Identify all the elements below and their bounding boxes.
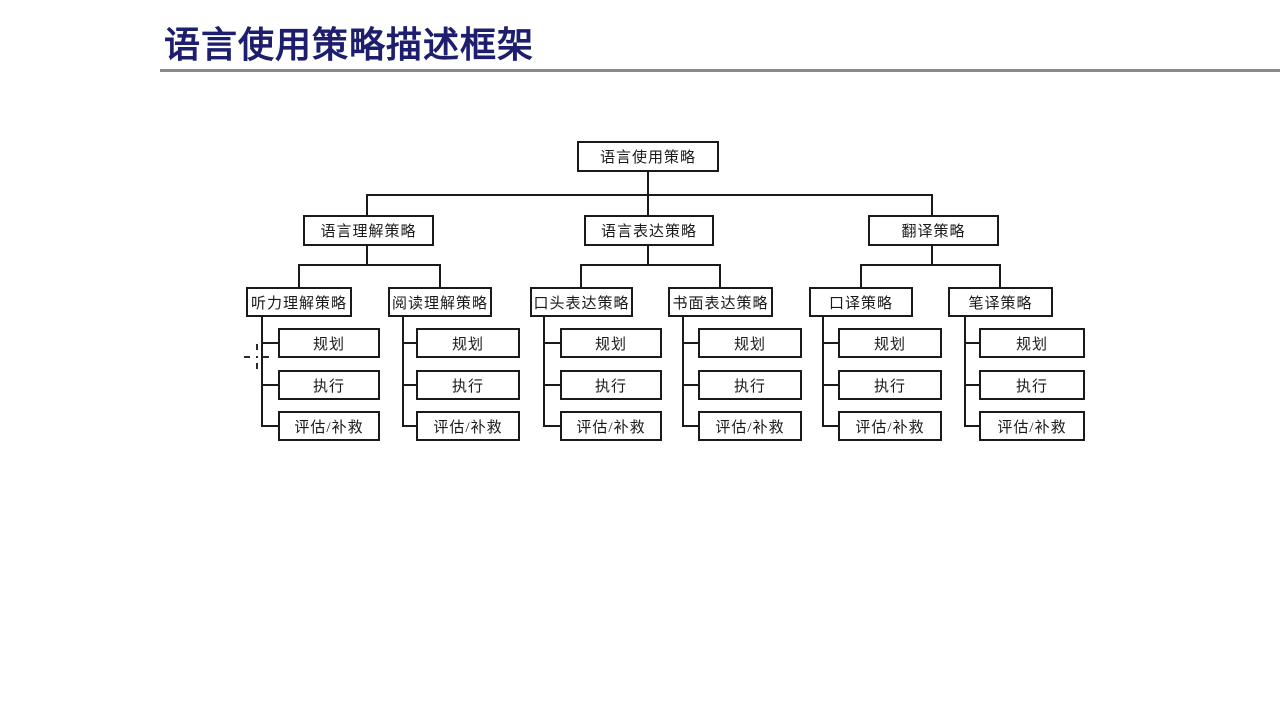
slide-title: 语言使用策略描述框架	[164, 24, 535, 65]
node-l3-reading-comprehension: 阅读理解策略	[388, 287, 492, 317]
node-l2-comprehension-strategy: 语言理解策略	[303, 215, 434, 246]
crosshair-center-dot	[256, 356, 258, 358]
node-leaf-evaluation: 评估/补救	[698, 411, 802, 441]
node-l3-written-translation: 笔译策略	[948, 287, 1053, 317]
node-leaf-planning: 规划	[560, 328, 662, 358]
node-leaf-planning: 规划	[698, 328, 802, 358]
crosshair-arm	[263, 356, 269, 358]
node-leaf-evaluation: 评估/补救	[416, 411, 520, 441]
crosshair-arm	[256, 363, 258, 369]
node-leaf-evaluation: 评估/补救	[278, 411, 380, 441]
node-leaf-evaluation: 评估/补救	[979, 411, 1085, 441]
node-leaf-execution: 执行	[838, 370, 942, 400]
node-leaf-planning: 规划	[979, 328, 1085, 358]
node-l3-written-expression: 书面表达策略	[668, 287, 773, 317]
crosshair-arm	[244, 356, 250, 358]
node-root-language-use-strategy: 语言使用策略	[577, 141, 719, 172]
node-leaf-evaluation: 评估/补救	[838, 411, 942, 441]
node-l2-translation-strategy: 翻译策略	[868, 215, 999, 246]
node-leaf-planning: 规划	[278, 328, 380, 358]
node-l2-expression-strategy: 语言表达策略	[584, 215, 714, 246]
crosshair-arm	[256, 344, 258, 350]
node-leaf-planning: 规划	[838, 328, 942, 358]
title-underline-rule	[160, 69, 1280, 72]
node-leaf-evaluation: 评估/补救	[560, 411, 662, 441]
node-leaf-execution: 执行	[979, 370, 1085, 400]
node-leaf-planning: 规划	[416, 328, 520, 358]
node-l3-interpreting: 口译策略	[809, 287, 913, 317]
node-leaf-execution: 执行	[416, 370, 520, 400]
crosshair-cursor-icon	[243, 343, 271, 371]
node-leaf-execution: 执行	[560, 370, 662, 400]
node-l3-oral-expression: 口头表达策略	[530, 287, 633, 317]
node-leaf-execution: 执行	[698, 370, 802, 400]
node-leaf-execution: 执行	[278, 370, 380, 400]
node-l3-listening-comprehension: 听力理解策略	[246, 287, 352, 317]
